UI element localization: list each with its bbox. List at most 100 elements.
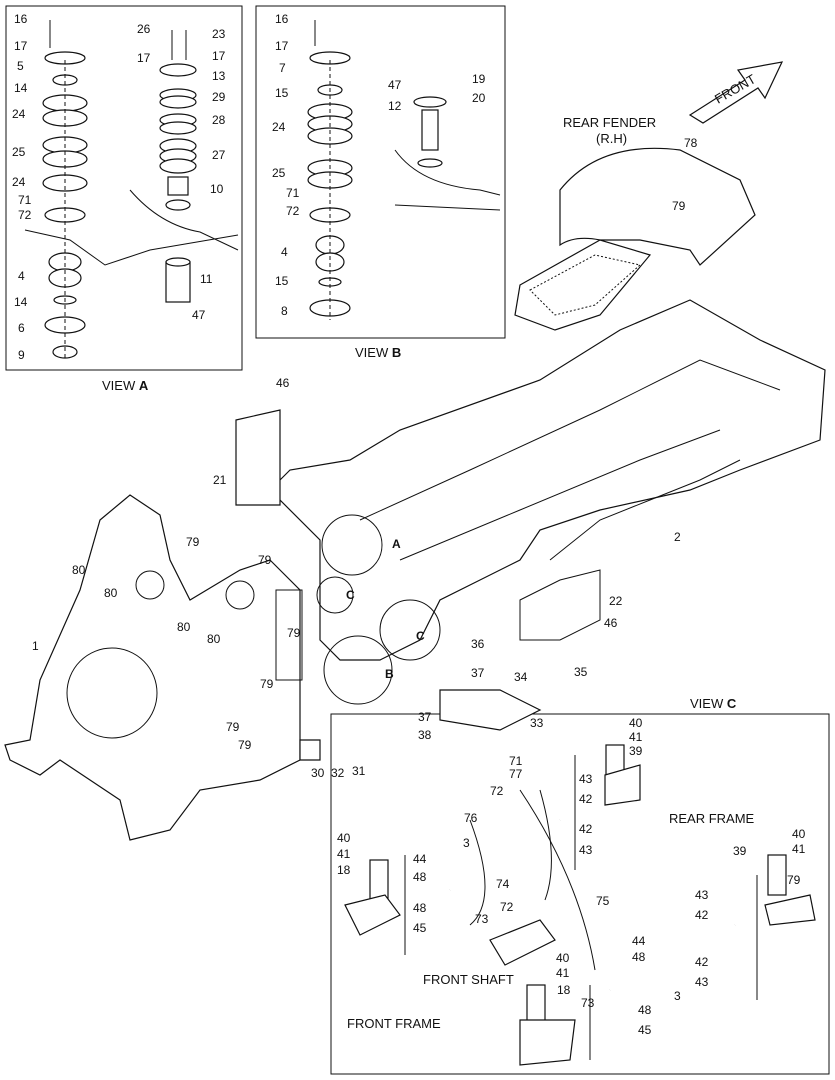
callout: 48 [638, 1003, 652, 1017]
view-c-assembly [344, 744, 816, 1066]
callout: 80 [207, 632, 221, 646]
callout: 42 [695, 908, 709, 922]
callout: 6 [18, 321, 25, 335]
callout: 18 [337, 863, 351, 877]
callout: 9 [18, 348, 25, 362]
callouts-main: 46 21 79 80 80 80 80 79 79 79 79 79 1 2 … [32, 376, 681, 780]
callout: 8 [281, 304, 288, 318]
callout: 46 [604, 616, 618, 630]
callout: 15 [275, 274, 289, 288]
callout: 40 [792, 827, 806, 841]
rear-fender-label-line1: REAR FENDER [563, 115, 656, 130]
callout: 72 [500, 900, 514, 914]
callout: 36 [471, 637, 485, 651]
callout: 77 [509, 767, 523, 781]
callout: 17 [275, 39, 289, 53]
callout: 16 [14, 12, 28, 26]
front-frame-label: FRONT FRAME [347, 1016, 441, 1031]
callout: 2 [674, 530, 681, 544]
view-c-caption: VIEW C [690, 696, 737, 711]
view-b-frame [255, 5, 506, 339]
callout: 17 [212, 49, 226, 63]
callout: 7 [279, 61, 286, 75]
callout: 19 [472, 72, 486, 86]
callout: 32 [331, 766, 345, 780]
callout: 17 [137, 51, 151, 65]
front-frame-drawing [4, 494, 321, 841]
callout: 17 [14, 39, 28, 53]
callout: 42 [579, 822, 593, 836]
callout: 24 [12, 107, 26, 121]
view-b-caption: VIEW B [355, 345, 401, 360]
callout: 43 [579, 772, 593, 786]
callout: 40 [556, 951, 570, 965]
callout: 14 [14, 81, 28, 95]
callout: 75 [596, 894, 610, 908]
callout: 48 [413, 901, 427, 915]
callouts-view-b: 16 17 7 15 24 25 71 72 4 15 8 47 19 12 2… [272, 12, 486, 318]
callout: 46 [276, 376, 290, 390]
callout: C [416, 629, 425, 643]
callout: 37 [471, 666, 485, 680]
callout: 39 [629, 744, 643, 758]
callout: 79 [238, 738, 252, 752]
rear-frame-drawing [235, 299, 826, 731]
callout: 33 [530, 716, 544, 730]
callout: 27 [212, 148, 226, 162]
callout: 80 [72, 563, 86, 577]
callout: 48 [413, 870, 427, 884]
callout: 10 [210, 182, 224, 196]
callout: 72 [490, 784, 504, 798]
callout: 11 [200, 272, 213, 286]
callout: 25 [272, 166, 286, 180]
callout: 79 [260, 677, 274, 691]
callout: 3 [674, 989, 681, 1003]
view-a-frame [5, 5, 243, 371]
view-a-part-stack [24, 20, 239, 360]
callout: 39 [733, 844, 747, 858]
view-b-part-stack [307, 20, 501, 320]
callout: 76 [464, 811, 478, 825]
callout: 23 [212, 27, 226, 41]
rear-fender-drawing [514, 147, 756, 331]
callout: 42 [695, 955, 709, 969]
callouts-fender: 78 79 [672, 136, 698, 213]
callout: C [346, 588, 355, 602]
callout: 16 [275, 12, 289, 26]
callout: B [385, 667, 394, 681]
callout: 3 [463, 836, 470, 850]
callout: 79 [226, 720, 240, 734]
callout: 5 [17, 59, 24, 73]
callout: 31 [352, 764, 366, 778]
callout: 13 [212, 69, 226, 83]
callout: 71 [286, 186, 300, 200]
callout: 12 [388, 99, 402, 113]
callout: 45 [413, 921, 427, 935]
callout: 45 [638, 1023, 652, 1037]
callouts-view-a: 16 17 5 14 24 25 24 71 72 4 14 6 9 26 23… [12, 12, 226, 362]
callout: 43 [695, 975, 709, 989]
front-arrow-icon: FRONT [688, 61, 784, 124]
callout: 37 [418, 710, 432, 724]
front-shaft-label: FRONT SHAFT [423, 972, 514, 987]
callout: 72 [286, 204, 300, 218]
callout: 71 [509, 754, 523, 768]
callout: 80 [104, 586, 118, 600]
callout: 14 [14, 295, 28, 309]
callout: 40 [337, 831, 351, 845]
callout: 4 [18, 269, 25, 283]
callout: 41 [629, 730, 643, 744]
callout: 26 [137, 22, 151, 36]
rear-fender-label-line2: (R.H) [596, 131, 627, 146]
callout: 43 [695, 888, 709, 902]
callout: 21 [213, 473, 227, 487]
callout: 47 [388, 78, 402, 92]
callout: 73 [475, 912, 489, 926]
rear-frame-label: REAR FRAME [669, 811, 755, 826]
callout: 74 [496, 877, 510, 891]
callout: 20 [472, 91, 486, 105]
callout: 35 [574, 665, 588, 679]
callout: 71 [18, 193, 32, 207]
callout: 30 [311, 766, 325, 780]
callout: 40 [629, 716, 643, 730]
